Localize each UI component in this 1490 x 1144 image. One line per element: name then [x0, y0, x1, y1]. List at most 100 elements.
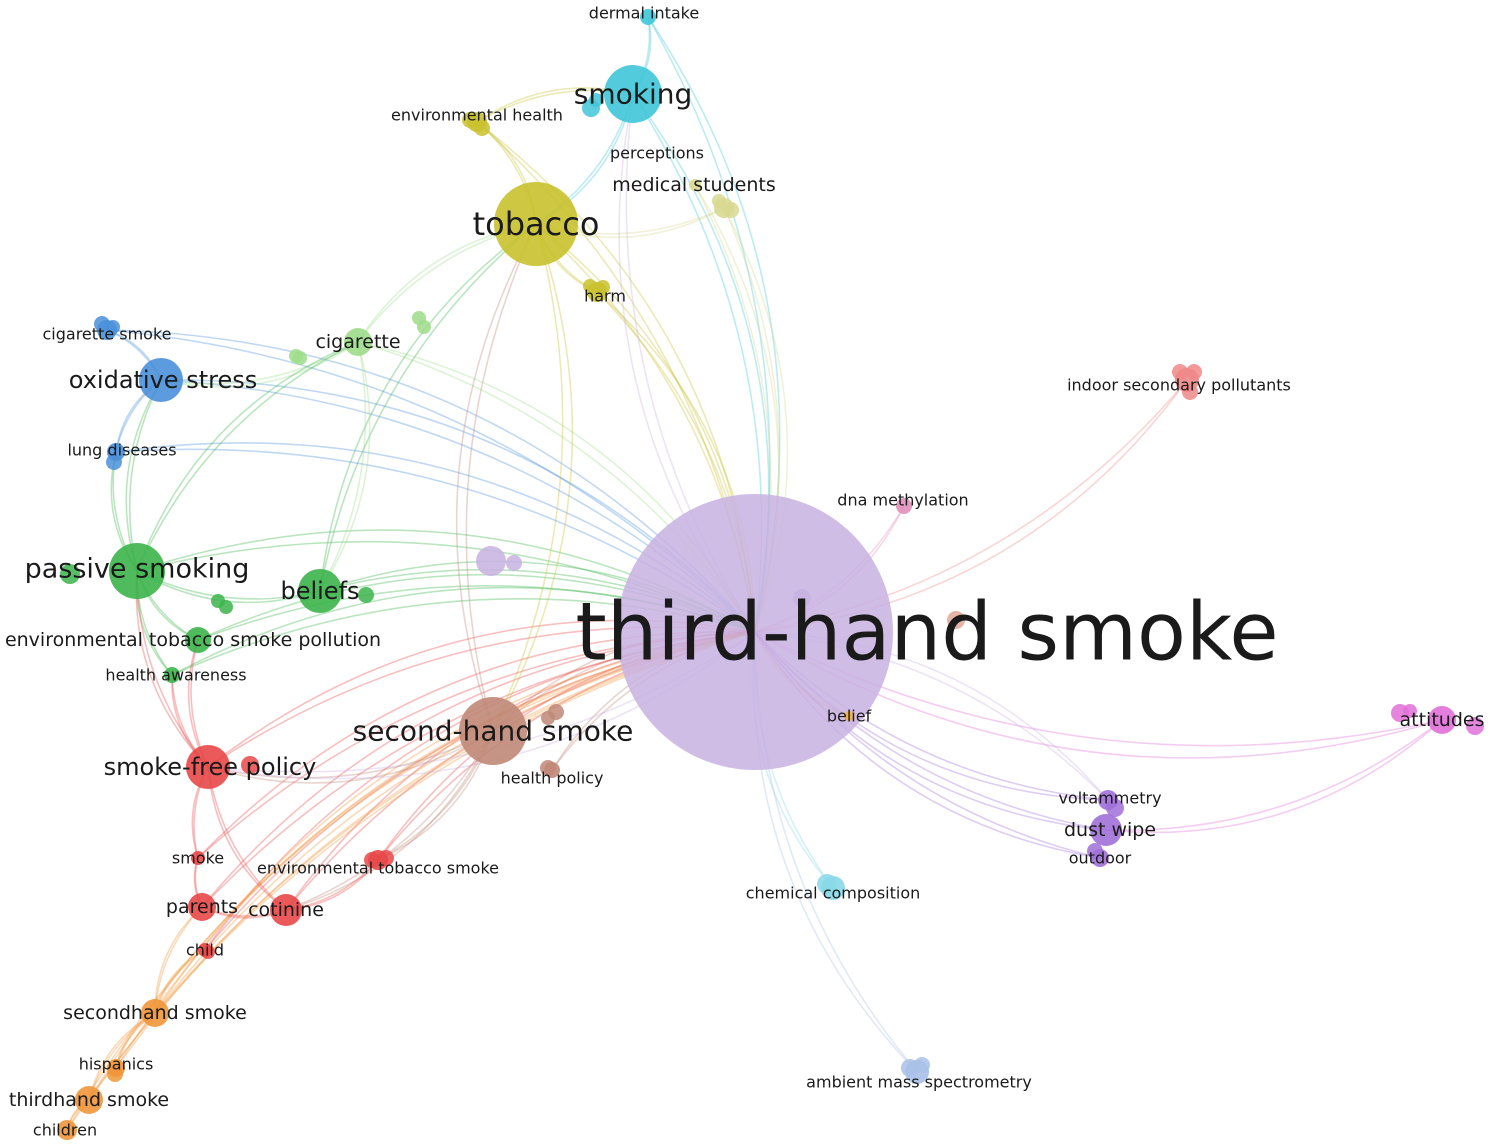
edge: [285, 730, 494, 911]
edge: [136, 341, 359, 572]
node-indoor-secondary-pollutants[interactable]: [1175, 368, 1199, 392]
node-second-hand-smoke[interactable]: [459, 697, 527, 765]
node-attitudes[interactable]: [1428, 706, 1456, 734]
node-label: smoke-free policy: [104, 753, 317, 781]
edge: [319, 223, 537, 592]
minor-node[interactable]: [541, 711, 555, 725]
node-dermal-intake[interactable]: [640, 9, 656, 25]
edge: [285, 730, 494, 911]
node-label: health awareness: [105, 666, 246, 685]
node-label: smoke: [172, 849, 224, 868]
edge: [160, 341, 359, 385]
node-label: harm: [584, 287, 626, 306]
node-dna-methylation[interactable]: [896, 498, 912, 514]
node-thirdhand-smoke[interactable]: [75, 1086, 103, 1114]
node-children[interactable]: [57, 1120, 77, 1140]
node-cotinine[interactable]: [270, 894, 302, 926]
node-third-hand-smoke[interactable]: [617, 494, 893, 770]
node-label: dna methylation: [837, 491, 968, 510]
minor-node[interactable]: [1403, 704, 1417, 718]
node-chemical-composition[interactable]: [821, 876, 845, 900]
node-oxidative-stress[interactable]: [139, 358, 183, 402]
minor-node[interactable]: [476, 546, 506, 576]
edge: [207, 730, 494, 779]
node-label: perceptions: [610, 144, 704, 163]
minor-node[interactable]: [289, 349, 303, 363]
node-environmental-tobacco-smoke-pollution[interactable]: [185, 627, 211, 653]
node-environmental-health[interactable]: [467, 112, 487, 132]
minor-node[interactable]: [947, 611, 965, 629]
node-label: attitudes: [1400, 709, 1485, 731]
node-health-policy[interactable]: [544, 762, 560, 778]
node-smoke-free-policy[interactable]: [186, 745, 230, 789]
edge: [207, 730, 494, 784]
node-label: environmental health: [391, 106, 563, 125]
node-label: thirdhand smoke: [9, 1089, 169, 1111]
minor-node[interactable]: [60, 564, 80, 584]
node-label: outdoor: [1069, 849, 1132, 868]
node-ambient-mass-spectrometry[interactable]: [905, 1060, 929, 1084]
node-cigarette-smoke[interactable]: [97, 320, 117, 340]
edge: [136, 341, 359, 572]
node-label: dust wipe: [1064, 819, 1156, 841]
node-medical-students[interactable]: [714, 198, 734, 218]
edge: [492, 223, 564, 732]
minor-node[interactable]: [506, 555, 522, 571]
node-belief[interactable]: [844, 711, 854, 721]
node-health-awareness[interactable]: [164, 667, 180, 683]
node-dust-wipe[interactable]: [1090, 814, 1122, 846]
node-label: passive smoking: [25, 554, 250, 585]
node-passive-smoking[interactable]: [109, 543, 165, 599]
node-label: environmental tobacco smoke pollution: [5, 629, 381, 651]
node-smoking[interactable]: [604, 65, 662, 123]
node-tobacco[interactable]: [494, 182, 578, 266]
node-environmental-tobacco-smoke[interactable]: [368, 850, 388, 870]
node-voltammetry[interactable]: [1098, 790, 1118, 810]
node-perceptions[interactable]: [689, 179, 701, 191]
node-outdoor[interactable]: [1091, 849, 1109, 867]
node-label: voltammetry: [1058, 789, 1161, 808]
node-label: dermal intake: [589, 4, 699, 23]
node-label: chemical composition: [746, 884, 921, 903]
edge: [319, 341, 371, 592]
node-hispanics[interactable]: [107, 1059, 125, 1077]
node-label: smoking: [574, 78, 693, 111]
node-label: cigarette: [315, 331, 400, 353]
minor-node[interactable]: [417, 320, 431, 334]
minor-node[interactable]: [241, 756, 259, 774]
node-label: environmental tobacco smoke: [257, 859, 499, 878]
edge: [492, 223, 574, 732]
node-label: cotinine: [248, 899, 324, 921]
edge: [319, 341, 367, 592]
node-beliefs[interactable]: [298, 569, 342, 613]
edge: [465, 223, 537, 732]
node-label: tobacco: [473, 205, 600, 243]
edge: [160, 341, 359, 388]
edge: [1105, 719, 1443, 834]
node-label: hispanics: [79, 1055, 154, 1074]
node-label: indoor secondary pollutants: [1067, 376, 1291, 395]
node-label: third-hand smoke: [575, 586, 1278, 679]
node-label: secondhand smoke: [63, 1002, 247, 1024]
edge: [319, 223, 537, 592]
node-child[interactable]: [198, 943, 212, 957]
node-secondhand-smoke[interactable]: [141, 999, 169, 1027]
node-label: beliefs: [280, 577, 359, 605]
minor-node[interactable]: [1466, 717, 1484, 735]
minor-node[interactable]: [219, 600, 233, 614]
node-harm[interactable]: [587, 282, 607, 302]
node-label: children: [33, 1121, 97, 1140]
labels: third-hand smoke tobacco smoking dermal int…: [5, 4, 1485, 1140]
node-label: health policy: [501, 769, 604, 788]
node-parents[interactable]: [188, 893, 216, 921]
minor-node[interactable]: [589, 93, 603, 107]
node-label: belief: [827, 707, 872, 726]
node-lung-diseases[interactable]: [107, 443, 125, 461]
node-cigarette[interactable]: [344, 328, 372, 356]
edge: [455, 223, 537, 732]
node-label: ambient mass spectrometry: [806, 1073, 1032, 1092]
edge: [1105, 719, 1443, 832]
node-smoke[interactable]: [191, 851, 205, 865]
minor-node[interactable]: [358, 587, 374, 603]
node-label: second-hand smoke: [353, 715, 634, 748]
